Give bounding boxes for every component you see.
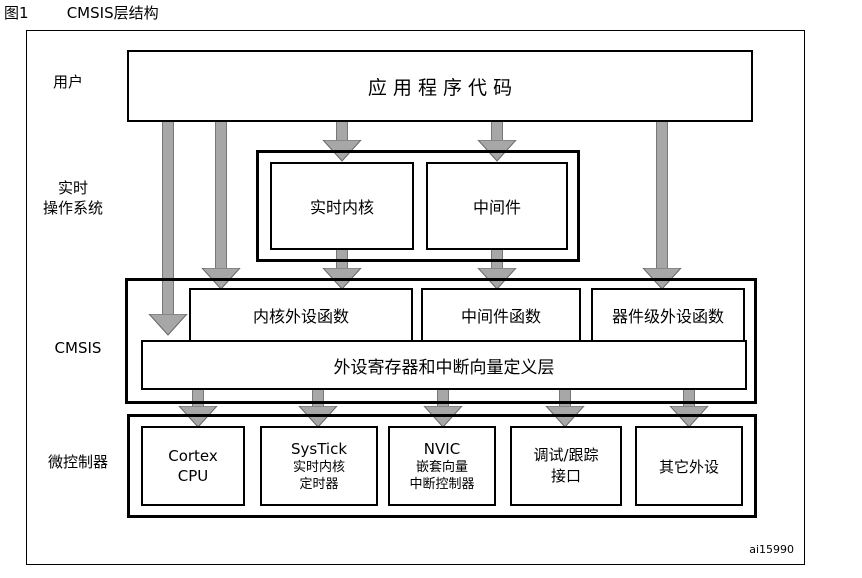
rt-kernel-label: 实时内核 [309,198,374,217]
core-periph-func-box: 内核外设函数 [189,288,413,342]
core-periph-func-label: 内核外设函数 [252,307,349,326]
other-periph-box: 其它外设 [635,426,743,506]
nvic-line3: 中断控制器 [409,476,475,492]
debug-trace-box: 调试/跟踪 接口 [510,426,622,506]
figure-title: 图1 CMSIS层结构 [4,2,159,23]
systick-line1: SysTick [290,439,347,458]
cortex-line1: Cortex [168,447,218,465]
arrow-app-to-register-layer [148,120,188,336]
figure-code: ai15990 [749,543,794,556]
figure-frame [26,30,805,565]
nvic-line2: 嵌套向量 [415,459,468,475]
arrow-app-to-core-func [201,120,241,290]
layer-label-cmsis: CMSIS [54,339,102,357]
layer-label-user: 用户 [52,73,83,91]
arrow-app-to-device-func [642,120,682,290]
middleware-label: 中间件 [472,198,521,217]
cortex-line2: CPU [177,467,209,485]
figure-number: 图1 [4,4,29,22]
device-periph-func-box: 器件级外设函数 [591,288,745,342]
app-code-label: 应 用 程 序 代 码 [367,76,513,99]
middleware-func-box: 中间件函数 [421,288,581,342]
nvic-box: NVIC 嵌套向量 中断控制器 [388,426,496,506]
debug-line2: 接口 [550,467,581,485]
middleware-box: 中间件 [426,162,568,250]
device-periph-func-label: 器件级外设函数 [611,307,724,326]
systick-line3: 定时器 [299,476,339,492]
cmsis-container [125,278,757,404]
cortex-cpu-box: Cortex CPU [141,426,245,506]
rt-kernel-box: 实时内核 [270,162,414,250]
nvic-line1: NVIC [423,439,461,458]
systick-box: SysTick 实时内核 定时器 [260,426,378,506]
app-code-box: 应 用 程 序 代 码 [127,50,753,122]
periph-register-layer-box: 外设寄存器和中断向量定义层 [141,340,747,390]
layer-label-rtos-line1: 实时 [57,179,88,197]
periph-register-layer-label: 外设寄存器和中断向量定义层 [333,357,555,378]
other-periph-label: 其它外设 [658,457,719,476]
systick-line2: 实时内核 [292,459,345,475]
debug-line1: 调试/跟踪 [533,446,599,464]
mcu-container [127,414,757,518]
rtos-container [256,150,580,262]
middleware-func-label: 中间件函数 [460,307,541,326]
layer-label-rtos-line2: 操作系统 [42,199,103,217]
figure-caption: CMSIS层结构 [66,4,159,22]
layer-label-rtos: 实时 操作系统 [38,178,108,218]
layer-label-mcu: 微控制器 [47,453,108,471]
